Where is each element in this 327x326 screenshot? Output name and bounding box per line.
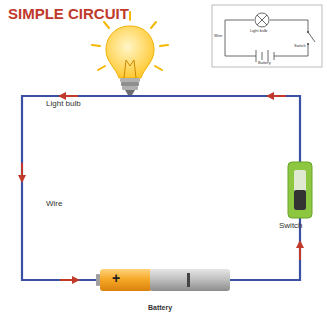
inset-label: Battery — [258, 61, 271, 65]
inset-label: Switch — [294, 44, 306, 48]
switch — [288, 162, 312, 218]
battery — [96, 269, 230, 291]
wire — [22, 96, 300, 280]
inset-label: Light bulb — [250, 29, 267, 33]
part-label: Light bulb — [46, 100, 81, 109]
part-label: Battery — [148, 304, 172, 312]
title: SIMPLE CIRCUIT — [8, 6, 129, 23]
inset-schematic — [212, 5, 322, 67]
inset-label: Wire — [214, 34, 222, 38]
part-label: Switch — [279, 222, 303, 231]
part-label: Wire — [46, 200, 62, 209]
light-bulb — [92, 12, 168, 95]
current-arrows — [18, 92, 304, 284]
polarity-mark: + — [112, 271, 120, 286]
